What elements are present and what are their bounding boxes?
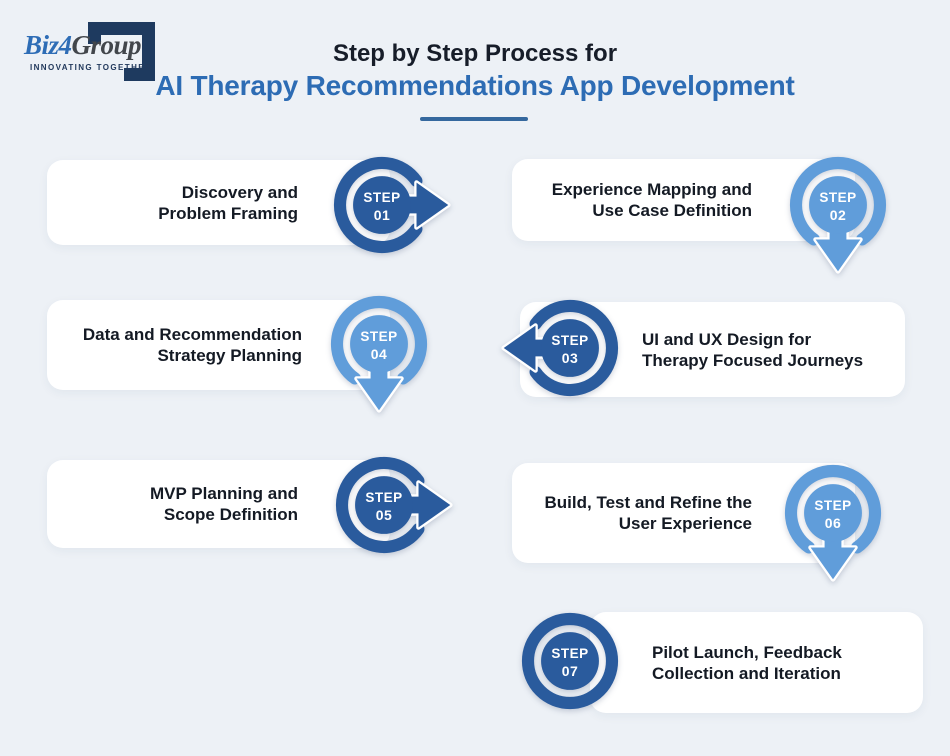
step-badge-7: STEP 07 bbox=[521, 612, 619, 710]
step-badge-5: STEP 05 bbox=[335, 456, 453, 554]
brand-tagline: INNOVATING TOGETHER bbox=[30, 63, 153, 72]
step-badge-2: STEP 02 bbox=[789, 156, 887, 274]
badge-inner-circle bbox=[541, 319, 599, 377]
page-title-accent: AI Therapy Recommendations App Developme… bbox=[155, 70, 795, 101]
step-number: 06 bbox=[825, 515, 842, 531]
badge-ring bbox=[789, 156, 887, 246]
page-title: Step by Step Process for bbox=[332, 40, 618, 67]
badge-inner-circle bbox=[541, 632, 599, 690]
step-badge-1: STEP 01 bbox=[333, 156, 451, 254]
brand-prefix: Biz bbox=[24, 30, 59, 60]
step-label: STEP bbox=[551, 333, 588, 348]
badge-inner-circle bbox=[353, 176, 411, 234]
step-number: 02 bbox=[830, 207, 847, 223]
step-label: STEP bbox=[365, 490, 402, 505]
badge-inner-circle bbox=[350, 315, 408, 373]
step-badge-4: STEP 04 bbox=[330, 295, 428, 413]
step-number: 01 bbox=[374, 207, 391, 223]
step-label: STEP bbox=[551, 646, 588, 661]
step-number: 03 bbox=[562, 350, 579, 366]
step-label: STEP bbox=[360, 329, 397, 344]
brand-text: Biz4Group bbox=[24, 30, 142, 61]
brand-suffix: Group bbox=[71, 30, 142, 60]
badge-ring bbox=[330, 295, 428, 385]
step-number: 07 bbox=[562, 663, 579, 679]
biz4group-logo: Biz4Group INNOVATING TOGETHER bbox=[20, 14, 170, 86]
step-label: STEP bbox=[814, 498, 851, 513]
badge-ring bbox=[521, 612, 619, 710]
badge-ring bbox=[529, 299, 619, 397]
step-label: STEP bbox=[363, 190, 400, 205]
step-label: STEP bbox=[819, 190, 856, 205]
step-number: 04 bbox=[371, 346, 388, 362]
step-badge-6: STEP 06 bbox=[784, 464, 882, 582]
badge-ring bbox=[333, 156, 423, 254]
badge-ring bbox=[335, 456, 425, 554]
badge-inner-circle bbox=[355, 476, 413, 534]
step-number: 05 bbox=[376, 507, 393, 523]
badge-ring bbox=[784, 464, 882, 554]
brand-digit: 4 bbox=[58, 30, 73, 60]
title-underline bbox=[420, 117, 528, 121]
badge-inner-circle bbox=[809, 176, 867, 234]
badge-inner-circle bbox=[804, 484, 862, 542]
step-badge-3: STEP 03 bbox=[501, 299, 619, 397]
logo-bracket-icon bbox=[88, 22, 155, 81]
